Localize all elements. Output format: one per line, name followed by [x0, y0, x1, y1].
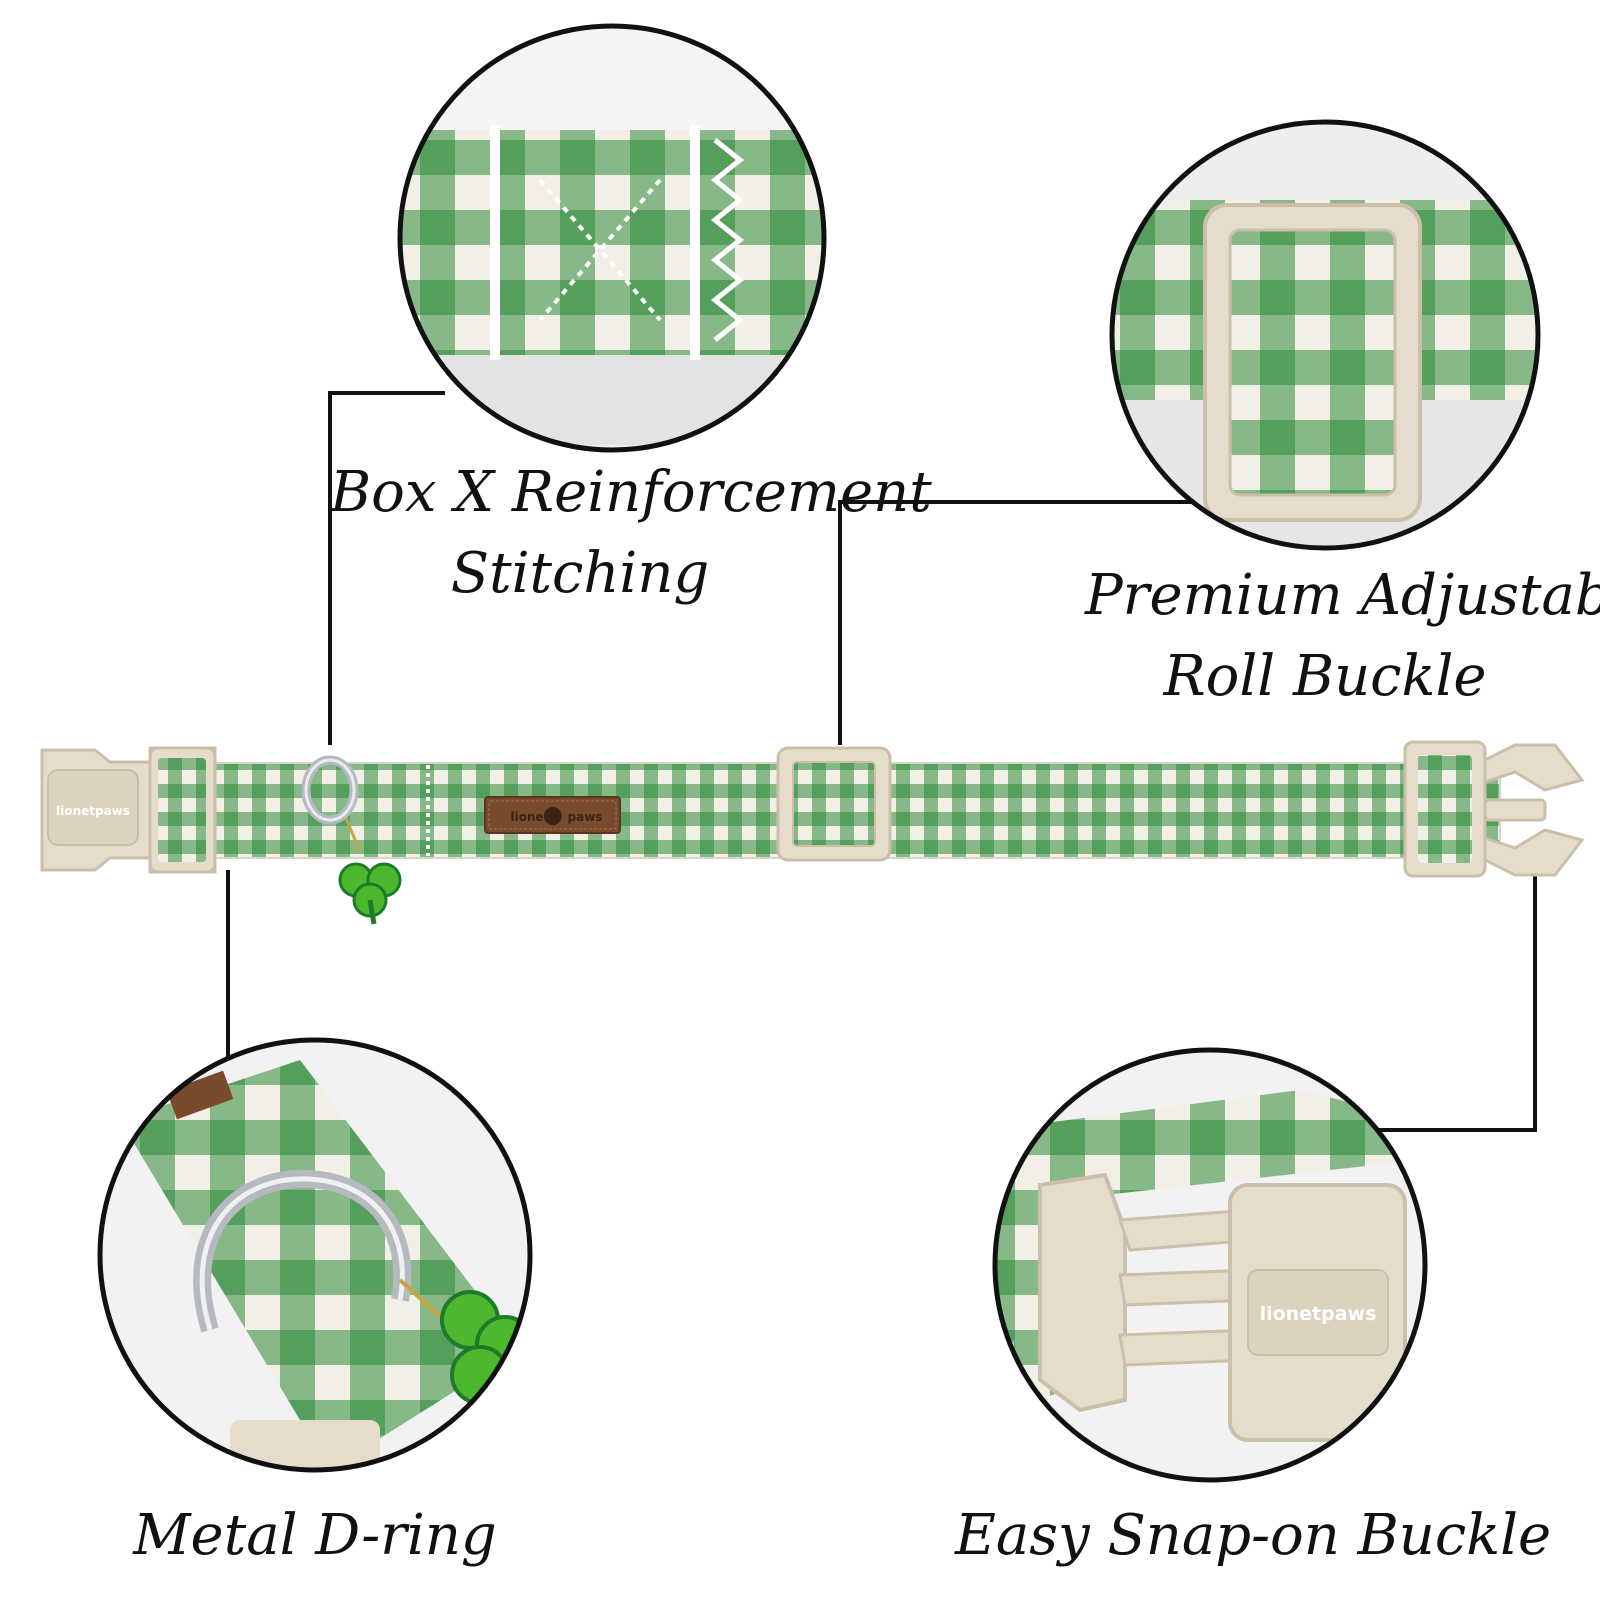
label-roll-buckle: Premium Adjustable Roll Buckle	[1085, 555, 1600, 717]
d-ring-icon	[301, 755, 362, 853]
label-stitching: Box X Reinforcement Stitching	[330, 452, 932, 614]
buckle-logo-zoom: lionetpaws	[1260, 1303, 1377, 1325]
label-roll-buckle-line2: Roll Buckle	[1163, 644, 1487, 710]
label-roll-buckle-line1: Premium Adjustable	[1085, 563, 1600, 628]
zoom-circle-roll-buckle	[1109, 119, 1541, 551]
buckle-logo-left: lionetpaws	[56, 804, 130, 818]
label-stitching-line1: Box X Reinforcement	[330, 460, 932, 525]
callout-line-stitching	[328, 391, 445, 745]
zoom-circle-snap-buckle: lionetpaws	[992, 1047, 1428, 1483]
zoom-circle-dring	[97, 1037, 533, 1473]
label-dring: Metal D-ring	[130, 1495, 500, 1576]
label-snap-buckle-line1: Easy Snap-on Buckle	[955, 1503, 1552, 1568]
collar: lionetpaws lionet paws	[40, 740, 1585, 925]
shamrock-charm-icon	[338, 862, 402, 925]
patch-text-right: paws	[568, 810, 603, 824]
label-dring-line1: Metal D-ring	[133, 1503, 497, 1568]
callout-line-roll-buckle	[838, 500, 1205, 745]
label-stitching-line2: Stitching	[450, 541, 710, 607]
label-snap-buckle: Easy Snap-on Buckle	[955, 1495, 1552, 1576]
leather-patch: lionet paws	[484, 796, 621, 834]
female-buckle-left: lionetpaws	[40, 746, 217, 874]
callout-line-snap	[1345, 870, 1537, 1132]
male-buckle-right	[1403, 740, 1585, 878]
zoom-circle-stitching	[397, 23, 827, 453]
roll-buckle	[776, 746, 892, 862]
patch-text-left: lionet	[511, 810, 550, 824]
